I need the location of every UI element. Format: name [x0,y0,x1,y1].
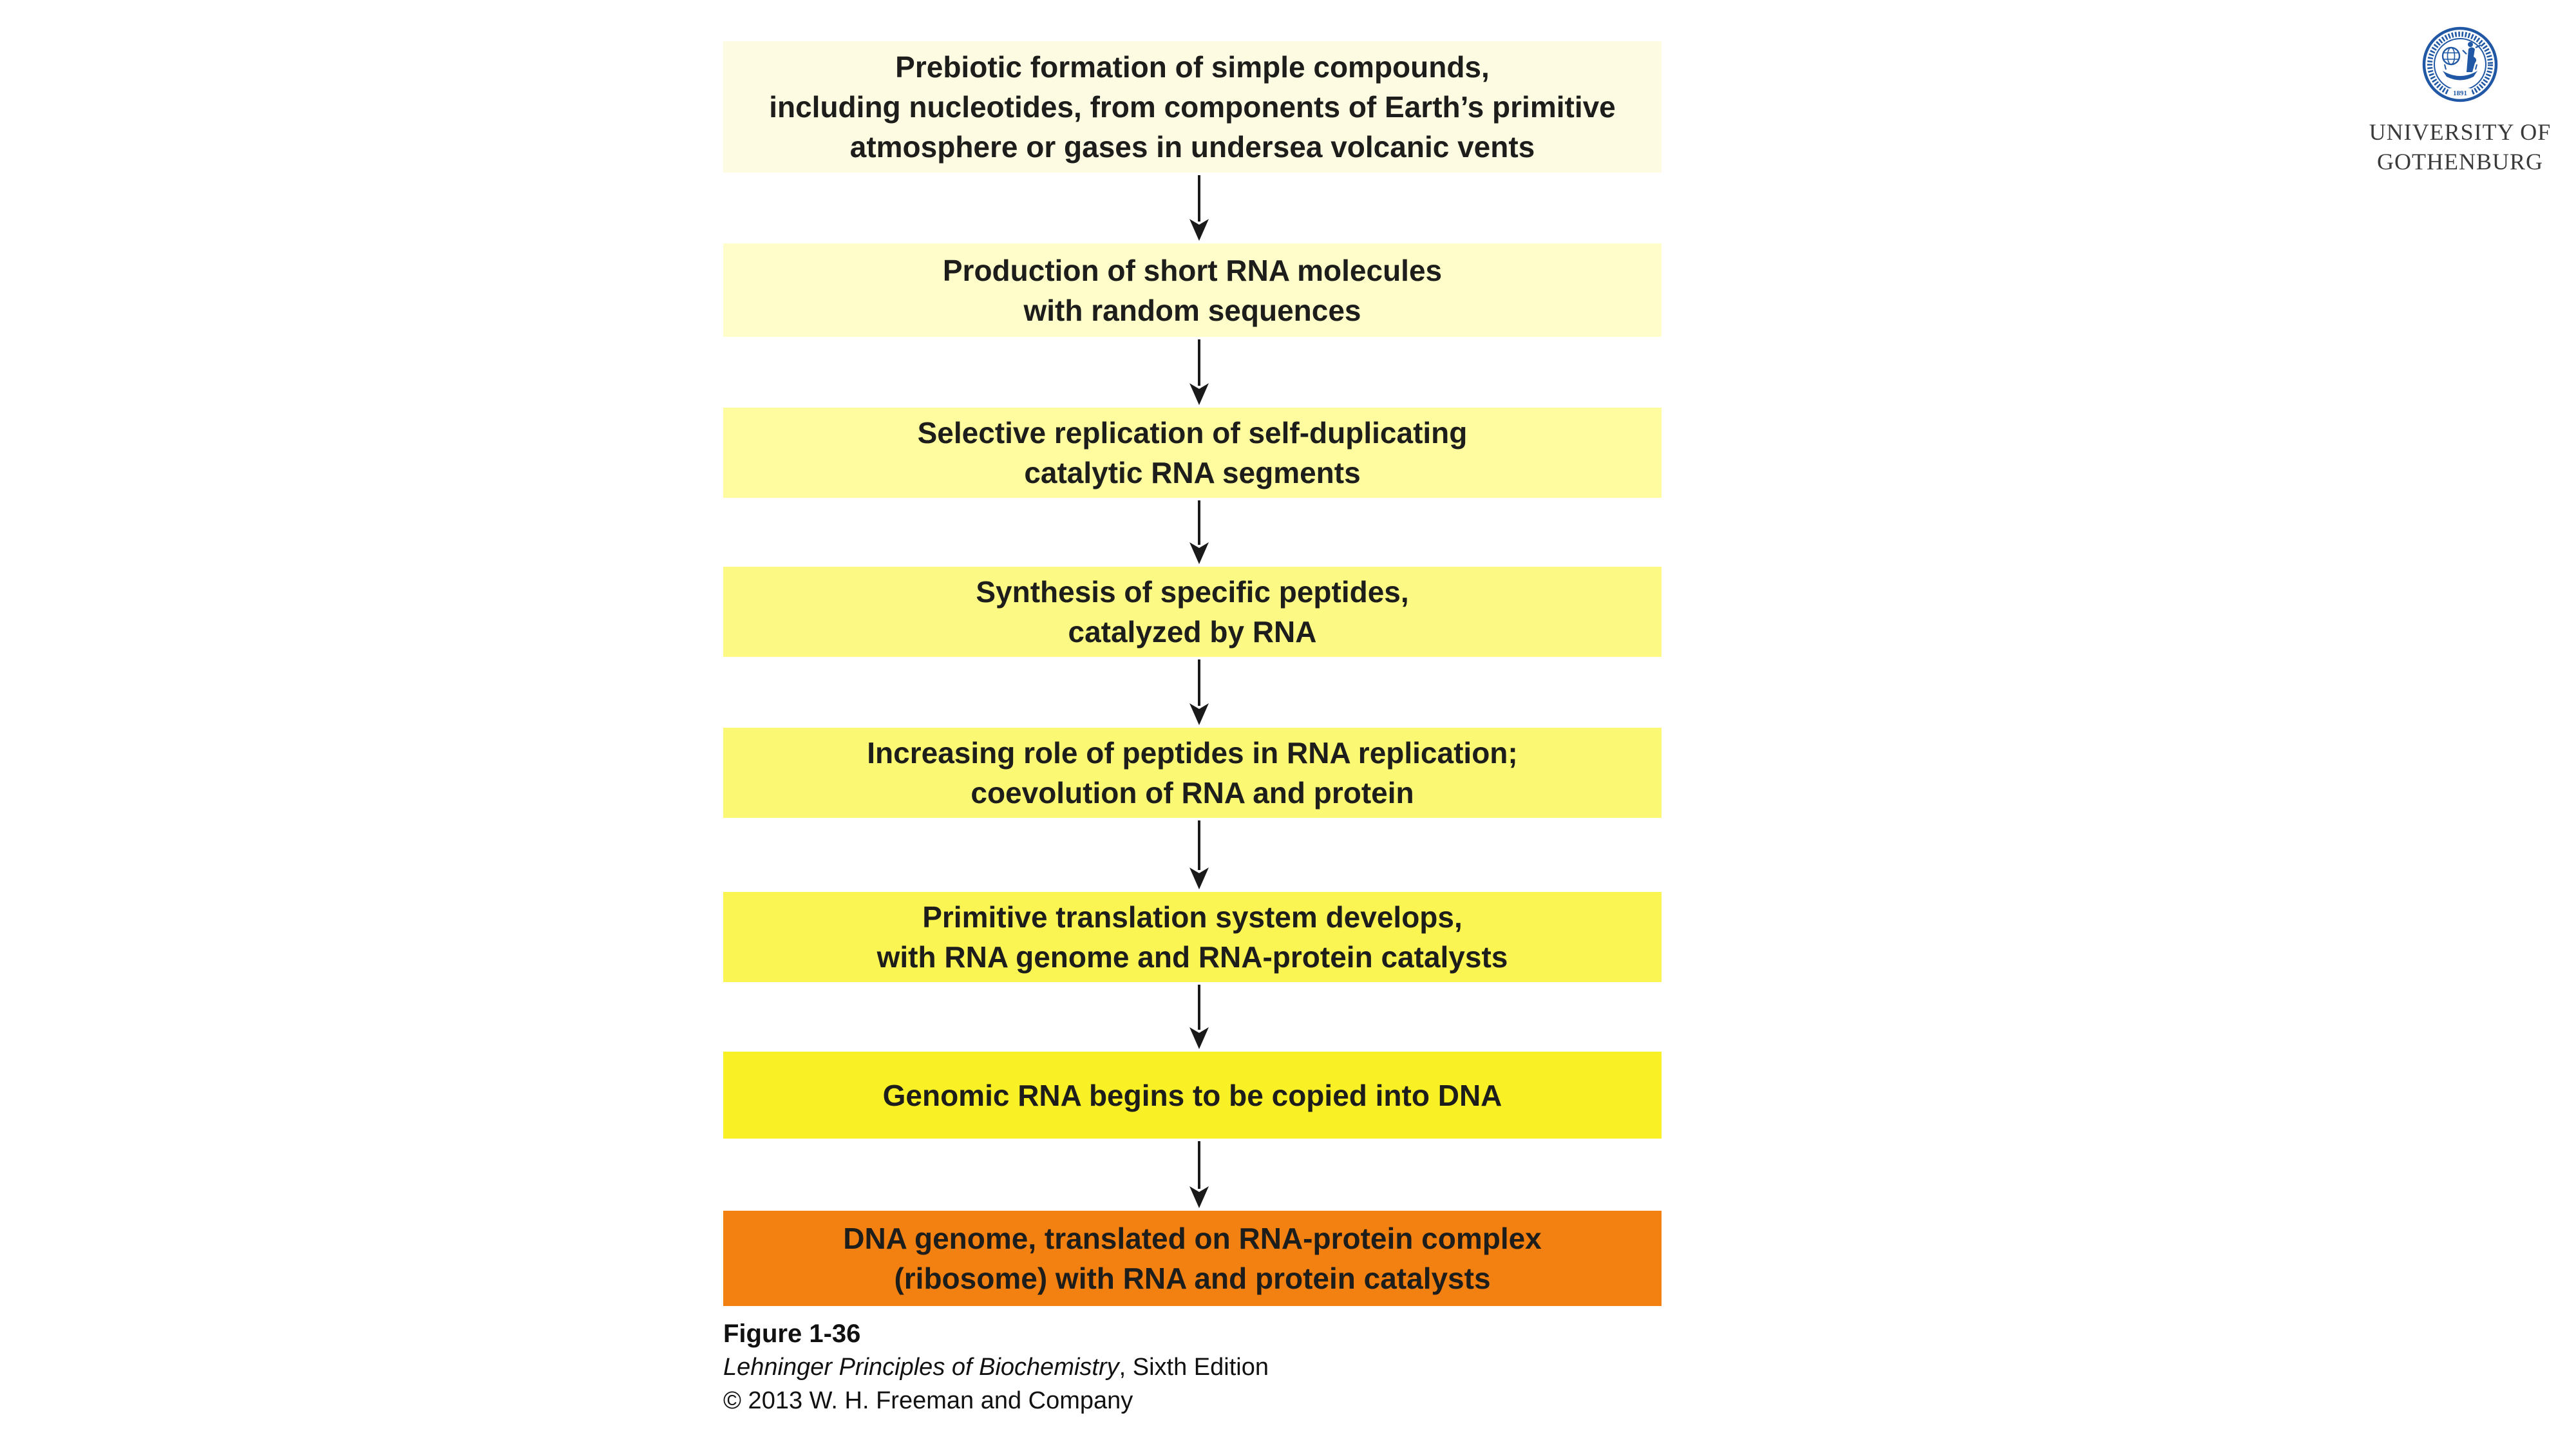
down-arrow-icon [1189,820,1209,889]
flow-box-rna-to-dna: Genomic RNA begins to be copied into DNA [723,1052,1662,1139]
university-wordmark-line2: GOTHENBURG [2377,149,2543,175]
seal-year: 1891 [2453,90,2467,97]
flow-box-line: coevolution of RNA and protein [971,776,1414,810]
gothenburg-seal-icon: 1891 [2422,26,2498,102]
flow-box-line: Prebiotic formation of simple compounds, [895,50,1490,84]
down-arrow-icon [1189,339,1209,405]
down-arrow-icon [1189,985,1209,1049]
flow-box-line: with RNA genome and RNA-protein catalyst… [876,940,1508,974]
copyright-line: © 2013 W. H. Freeman and Company [723,1387,1133,1414]
down-arrow-icon [1189,659,1209,725]
flow-box-line: Synthesis of specific peptides, [976,575,1409,609]
flow-box-line: DNA genome, translated on RNA-protein co… [843,1222,1542,1255]
down-arrow-icon [1189,175,1209,241]
figure-caption: Figure 1-36 Lehninger Principles of Bioc… [723,1319,1560,1416]
book-edition: , Sixth Edition [1119,1354,1269,1381]
flow-box-dna-genome: DNA genome, translated on RNA-protein co… [723,1211,1662,1306]
flow-box-rna-production: Production of short RNA molecules with r… [723,243,1662,337]
flow-box-line: including nucleotides, from components o… [769,90,1616,124]
down-arrow-icon [1189,1141,1209,1208]
flow-box-selective-replication: Selective replication of self-duplicatin… [723,408,1662,498]
flow-box-line: catalytic RNA segments [1024,456,1361,489]
flow-box-line: Increasing role of peptides in RNA repli… [867,736,1518,770]
flow-box-prebiotic-formation: Prebiotic formation of simple compounds,… [723,41,1662,173]
flow-box-line: atmosphere or gases in undersea volcanic… [849,130,1535,164]
book-credit: Lehninger Principles of Biochemistry, Si… [723,1352,1560,1382]
down-arrow-icon [1189,500,1209,564]
flow-box-line: Primitive translation system develops, [922,900,1463,934]
flow-box-line: (ribosome) with RNA and protein catalyst… [894,1262,1491,1295]
flow-box-line: Production of short RNA molecules [942,253,1443,287]
university-logo: 1891 UNIVERSITY OF GOTHENBURG [2344,26,2576,176]
figure-label: Figure 1-36 [723,1320,861,1348]
flow-box-translation-system: Primitive translation system develops, w… [723,892,1662,982]
flow-box-peptide-role: Increasing role of peptides in RNA repli… [723,728,1662,818]
flow-box-line: Selective replication of self-duplicatin… [917,416,1468,450]
university-wordmark-line1: UNIVERSITY OF [2369,119,2552,145]
flow-box-peptide-synthesis: Synthesis of specific peptides, catalyze… [723,567,1662,657]
flow-box-line: with random sequences [1023,293,1361,327]
flow-box-line: catalyzed by RNA [1068,615,1317,649]
flow-box-line: Genomic RNA begins to be copied into DNA [882,1078,1502,1112]
book-title: Lehninger Principles of Biochemistry [723,1354,1119,1381]
